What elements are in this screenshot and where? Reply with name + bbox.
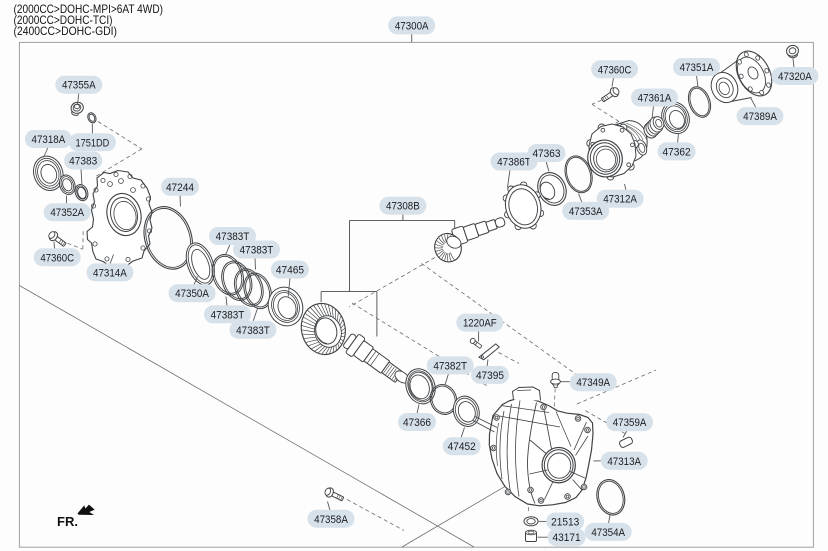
svg-text:47395: 47395 (476, 370, 504, 382)
svg-text:47360C: 47360C (598, 64, 632, 76)
svg-text:47314A: 47314A (93, 267, 127, 279)
svg-text:1751DD: 1751DD (76, 137, 110, 149)
svg-text:(2400CC>DOHC-GDI): (2400CC>DOHC-GDI) (14, 25, 118, 38)
svg-text:47383T: 47383T (216, 231, 250, 243)
svg-text:47313A: 47313A (607, 456, 641, 468)
svg-text:47360C: 47360C (40, 252, 74, 264)
svg-text:21513: 21513 (551, 517, 579, 529)
svg-text:47358A: 47358A (314, 514, 348, 526)
svg-text:47312A: 47312A (603, 194, 637, 206)
svg-text:47362: 47362 (663, 146, 691, 158)
svg-text:(2000CC>DOHC-MPI>6AT 4WD): (2000CC>DOHC-MPI>6AT 4WD) (14, 3, 164, 16)
svg-text:47366: 47366 (403, 417, 431, 429)
svg-text:47386T: 47386T (497, 157, 531, 169)
svg-text:47353A: 47353A (569, 206, 603, 218)
svg-text:47383T: 47383T (236, 325, 270, 337)
svg-text:1220AF: 1220AF (463, 318, 497, 330)
svg-text:47352A: 47352A (50, 207, 84, 219)
svg-text:47354A: 47354A (591, 527, 625, 539)
svg-text:47361A: 47361A (638, 93, 672, 105)
svg-text:47389A: 47389A (743, 111, 777, 123)
svg-text:47300A: 47300A (395, 20, 429, 32)
svg-text:47244: 47244 (166, 182, 194, 194)
svg-text:47349A: 47349A (576, 377, 610, 389)
svg-text:47383: 47383 (69, 156, 97, 168)
svg-text:47351A: 47351A (680, 62, 714, 74)
svg-text:FR.: FR. (57, 514, 78, 529)
svg-text:47452: 47452 (448, 441, 476, 453)
svg-text:47383T: 47383T (211, 309, 245, 321)
svg-text:47383T: 47383T (240, 245, 274, 257)
svg-text:47465: 47465 (276, 265, 304, 277)
svg-text:(2000CC>DOHC-TCI): (2000CC>DOHC-TCI) (14, 14, 113, 27)
svg-text:47382T: 47382T (433, 360, 467, 372)
svg-text:47363: 47363 (532, 148, 560, 160)
svg-text:47308B: 47308B (386, 201, 420, 213)
svg-text:47320A: 47320A (778, 71, 812, 83)
svg-text:47359A: 47359A (613, 417, 647, 429)
svg-text:47355A: 47355A (62, 80, 96, 92)
svg-text:47318A: 47318A (32, 134, 66, 146)
svg-text:47350A: 47350A (175, 288, 209, 300)
svg-text:43171: 43171 (553, 532, 581, 544)
